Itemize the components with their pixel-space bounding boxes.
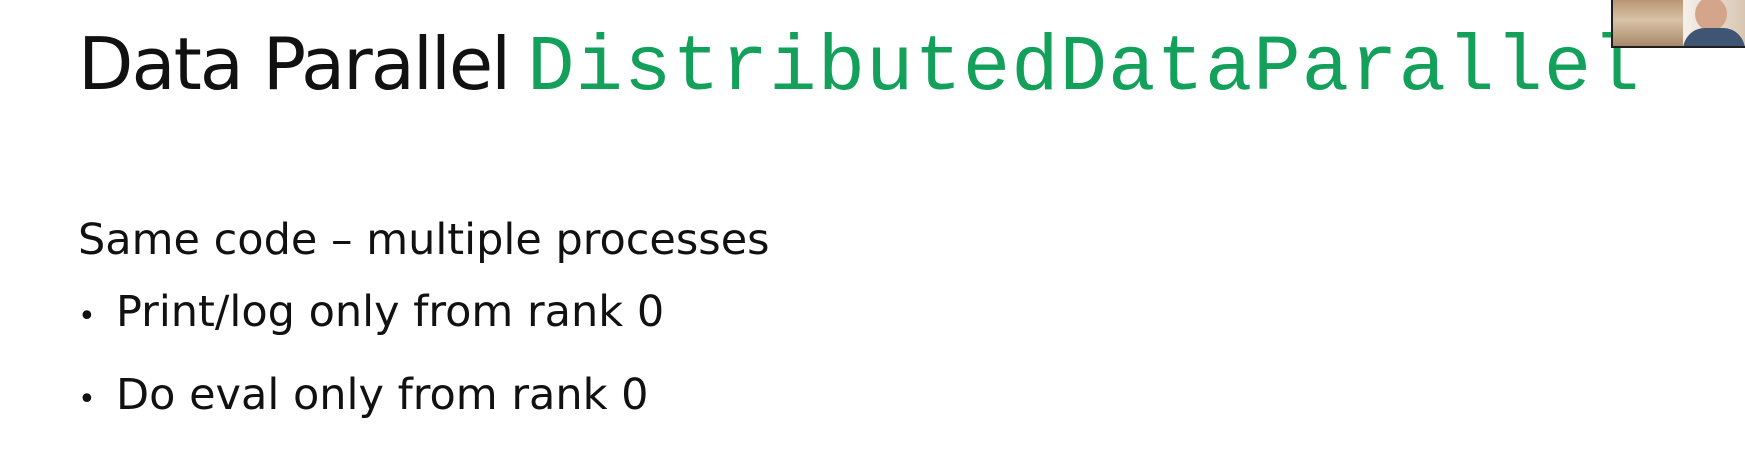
bullet-item: • Print/log only from rank 0 [78,285,770,344]
bullet-list: • Print/log only from rank 0 • Do eval o… [78,285,770,427]
slide-body: Same code – multiple processes • Print/l… [78,213,770,451]
presenter-shoulders [1683,28,1745,46]
presenter-webcam-overlay [1611,0,1745,48]
webcam-background-shelf [1613,0,1683,46]
bullet-text: Print/log only from rank 0 [116,287,665,337]
slide-title-code: DistributedDataParallel [527,23,1641,113]
bullet-item: • Do eval only from rank 0 [78,368,770,427]
slide-title-text: Data Parallel [78,22,511,106]
bullet-icon: • [78,382,96,417]
presenter-head [1695,0,1727,31]
bullet-text: Do eval only from rank 0 [116,370,649,420]
slide-subtitle: Same code – multiple processes [78,215,770,265]
bullet-icon: • [78,299,96,334]
